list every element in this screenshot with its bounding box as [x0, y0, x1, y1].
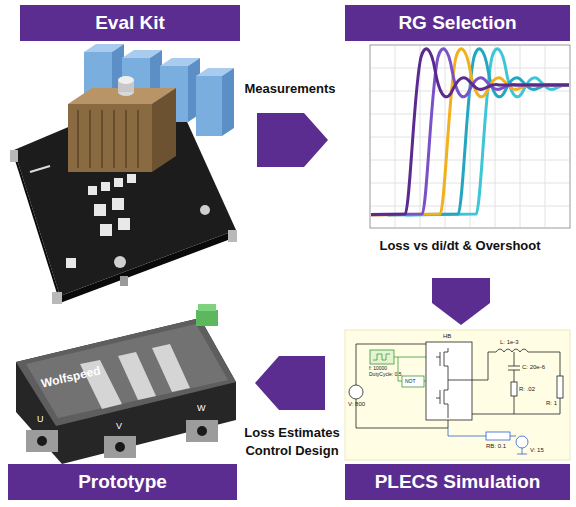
- schematic-label: R: 1: [546, 400, 557, 406]
- module-marking: V: [116, 422, 122, 431]
- stage-panel: Eval Kit: [5, 5, 240, 295]
- schematic-label: RB: 0.1: [486, 443, 506, 449]
- stage-panel: RG Selection: [345, 5, 570, 230]
- waveform-chart: [335, 45, 576, 228]
- schematic-label: R: .02: [519, 386, 535, 392]
- flow-arrow: [255, 356, 325, 410]
- schematic-label: V: 15: [530, 447, 544, 453]
- stage-panel: PLECS Simulation: [345, 330, 570, 500]
- plecs-schematic: [345, 330, 570, 460]
- prototype-module: [16, 304, 236, 464]
- arrow-label: Loss vs di/dt & Overshoot: [355, 237, 565, 255]
- arrow-label: Measurements: [230, 80, 350, 98]
- flow-arrow: [257, 113, 328, 167]
- stage-heading: Eval Kit: [20, 5, 240, 41]
- schematic-label: f: 10000: [369, 366, 387, 371]
- module-marking: U: [37, 415, 44, 424]
- schematic-label: L: 1e-3: [500, 339, 519, 345]
- arrow-label: Loss Estimates Control Design: [239, 424, 345, 459]
- schematic-label: V: 800: [348, 401, 365, 407]
- schematic-label: NOT: [405, 379, 416, 384]
- module-marking: W: [197, 404, 206, 413]
- schematic-label: DutyCycle: 0.5: [369, 372, 402, 377]
- schematic-label: C: 20e-6: [522, 364, 545, 370]
- flow-arrow: [432, 278, 490, 325]
- stage-heading: PLECS Simulation: [345, 464, 570, 500]
- stage-heading: RG Selection: [345, 5, 570, 41]
- eval-kit-board: [10, 44, 237, 304]
- stage-panel: Prototype: [5, 300, 240, 500]
- schematic-label: HB: [443, 333, 451, 339]
- stage-heading: Prototype: [8, 464, 237, 500]
